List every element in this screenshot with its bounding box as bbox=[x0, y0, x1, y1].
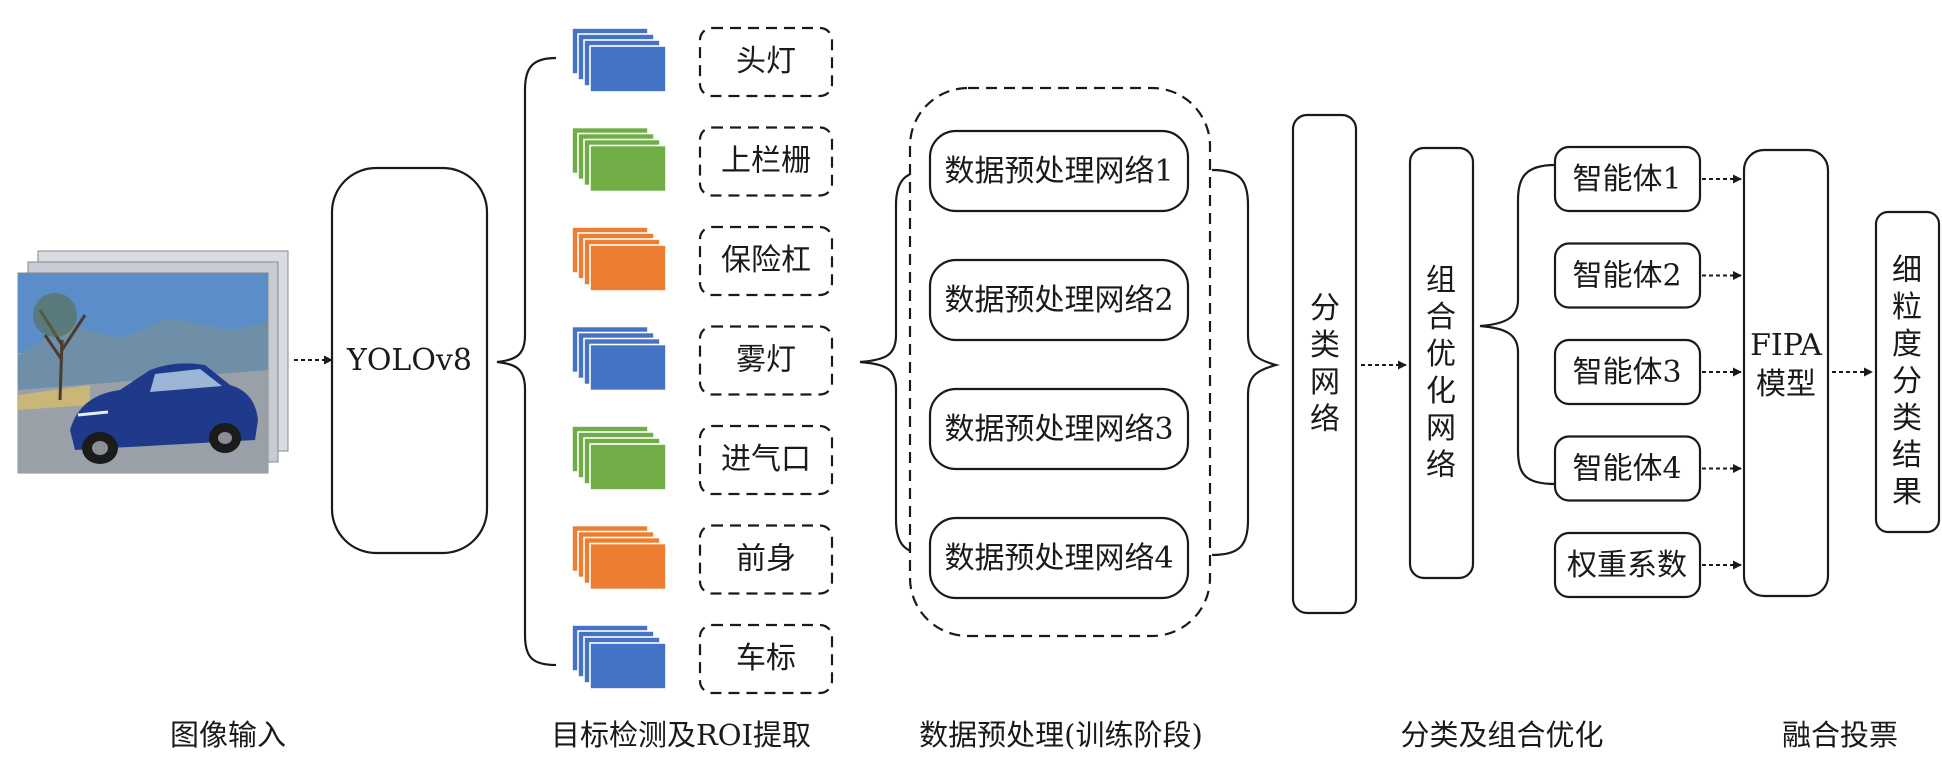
agent-box bbox=[1553, 145, 1702, 213]
agent-item: 智能体1 bbox=[1553, 145, 1742, 213]
agent-box bbox=[1553, 338, 1702, 406]
agent-item: 权重系数 bbox=[1553, 531, 1742, 599]
roi-label-box bbox=[698, 424, 834, 496]
roi-item: 上栏栅 bbox=[571, 126, 834, 197]
roi-label: 上栏栅 bbox=[721, 144, 811, 179]
agent-label: 智能体2 bbox=[1572, 259, 1681, 294]
roi-card-stack bbox=[571, 226, 667, 292]
brace-into-preprocess bbox=[859, 168, 936, 557]
tree-left bbox=[33, 293, 87, 401]
agent-box bbox=[1553, 435, 1702, 502]
roi-label-box bbox=[698, 225, 834, 297]
classify-box: 分类网络 bbox=[1291, 113, 1358, 615]
agent-label: 权重系数 bbox=[1567, 548, 1687, 583]
roi-label: 车标 bbox=[736, 641, 796, 676]
preprocess-item: 数据预处理网络4 bbox=[928, 516, 1190, 600]
brace-out-preprocess bbox=[1211, 168, 1281, 557]
combine-box: 组合优化网络 bbox=[1408, 146, 1475, 580]
fipa-line1: FIPA bbox=[1750, 328, 1822, 363]
roi-item: 车标 bbox=[571, 623, 834, 695]
roi-card-stack bbox=[571, 27, 667, 93]
roi-card-stack bbox=[571, 524, 667, 591]
caption-detect: 目标检测及ROI提取 bbox=[551, 718, 811, 752]
preprocess-box bbox=[928, 129, 1190, 213]
car-shape bbox=[70, 363, 258, 464]
agent-label: 智能体1 bbox=[1572, 162, 1681, 197]
yolo-label: YOLOv8 bbox=[346, 343, 472, 378]
input-image-stack bbox=[17, 250, 289, 474]
roi-item: 雾灯 bbox=[571, 325, 834, 396]
fipa-box: FIPA 模型 bbox=[1742, 148, 1830, 598]
roi-label-box bbox=[698, 623, 834, 695]
agent-label: 智能体4 bbox=[1572, 452, 1681, 487]
preprocess-container bbox=[908, 86, 1212, 638]
preprocess-label: 数据预处理网络3 bbox=[944, 412, 1173, 447]
preprocess-label: 数据预处理网络4 bbox=[944, 541, 1173, 576]
roi-item: 头灯 bbox=[571, 26, 834, 98]
roi-label: 前身 bbox=[736, 542, 796, 577]
agent-label: 智能体3 bbox=[1572, 355, 1681, 390]
roi-card bbox=[589, 642, 667, 690]
fipa-line2: 模型 bbox=[1756, 367, 1816, 402]
roi-card-stack bbox=[571, 126, 667, 193]
roi-card-stack bbox=[571, 624, 667, 690]
yolo-box: YOLOv8 bbox=[330, 166, 489, 555]
roi-label-box bbox=[698, 26, 834, 98]
roi-card-stack bbox=[571, 425, 667, 491]
agent-list: 智能体1 智能体2 智能体3 智能体4 权重系数 bbox=[1553, 145, 1742, 599]
result-label: 细粒度分类结果 bbox=[1892, 253, 1922, 510]
roi-card bbox=[589, 144, 667, 193]
roi-card bbox=[589, 244, 667, 292]
caption-fusion: 融合投票 bbox=[1782, 718, 1898, 752]
roi-label: 头灯 bbox=[736, 44, 796, 79]
roi-card bbox=[589, 45, 667, 93]
roi-label: 保险杠 bbox=[721, 243, 811, 278]
preprocess-label: 数据预处理网络1 bbox=[944, 154, 1173, 189]
preprocess-box bbox=[928, 258, 1190, 342]
brace-agents bbox=[1479, 163, 1556, 486]
combine-label: 组合优化网络 bbox=[1426, 263, 1456, 483]
roi-item: 保险杠 bbox=[571, 225, 834, 297]
roi-label: 进气口 bbox=[721, 442, 811, 477]
roi-card-stack bbox=[571, 325, 667, 392]
preprocess-item: 数据预处理网络2 bbox=[928, 258, 1190, 342]
caption-classify: 分类及组合优化 bbox=[1400, 718, 1603, 752]
roi-label: 雾灯 bbox=[736, 343, 796, 378]
result-box: 细粒度分类结果 bbox=[1874, 210, 1941, 534]
preprocess-item: 数据预处理网络1 bbox=[928, 129, 1190, 213]
preprocess-list: 数据预处理网络1 数据预处理网络2 数据预处理网络3 数据预处理网络4 bbox=[928, 129, 1190, 600]
roi-label-box bbox=[698, 325, 834, 396]
classify-label: 分类网络 bbox=[1310, 291, 1340, 437]
agent-box bbox=[1553, 531, 1702, 599]
preprocess-item: 数据预处理网络3 bbox=[928, 387, 1190, 471]
roi-label-box bbox=[698, 126, 834, 197]
roi-label-box bbox=[698, 524, 834, 595]
preprocess-box bbox=[928, 387, 1190, 471]
preprocess-box bbox=[928, 516, 1190, 600]
caption-input: 图像输入 bbox=[170, 718, 286, 752]
roi-card bbox=[589, 542, 667, 591]
agent-item: 智能体4 bbox=[1553, 435, 1742, 502]
agent-item: 智能体3 bbox=[1553, 338, 1742, 406]
preprocess-label: 数据预处理网络2 bbox=[944, 283, 1173, 318]
roi-item: 前身 bbox=[571, 524, 834, 595]
car-photo bbox=[17, 272, 269, 474]
roi-card bbox=[589, 343, 667, 392]
agent-box bbox=[1553, 242, 1702, 309]
roi-item: 进气口 bbox=[571, 424, 834, 496]
caption-preprocess: 数据预处理(训练阶段) bbox=[919, 718, 1203, 752]
brace-rois bbox=[496, 56, 557, 667]
agent-item: 智能体2 bbox=[1553, 242, 1742, 309]
roi-card bbox=[589, 443, 667, 491]
